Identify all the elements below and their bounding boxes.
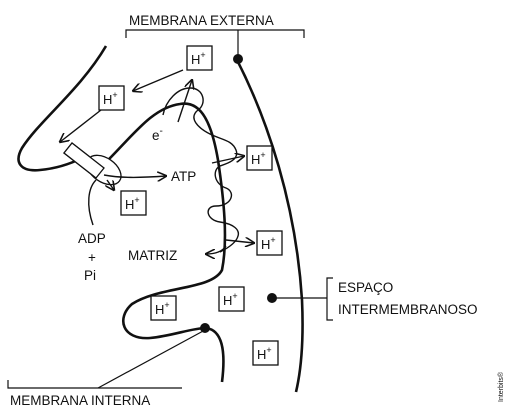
- arrow-pump-up: [177, 80, 192, 123]
- svg-text:H+: H+: [261, 235, 276, 252]
- pi-label: Pi: [84, 268, 96, 283]
- proton-box-1: H+: [186, 45, 213, 71]
- proton-box-4: H+: [120, 190, 147, 216]
- label-leaders: [7, 29, 333, 389]
- inner-membrane: [97, 102, 227, 383]
- adp-label: ADP: [78, 231, 106, 246]
- arrow-adp-to-synthase: [88, 179, 97, 226]
- arrow-h-to-outer-left: [133, 69, 184, 91]
- electron-transport-path: [162, 87, 240, 253]
- intermembrane-label-1: ESPAÇO: [338, 280, 393, 295]
- inner-membrane-upper: [17, 45, 108, 172]
- atp-label: ATP: [171, 169, 196, 184]
- arrow-synthase-down: [107, 179, 114, 190]
- proton-box-7: H+: [150, 295, 177, 321]
- intermembrane-label-2: INTERMEMBRANOSO: [338, 302, 478, 317]
- inner-membrane-label: MEMBRANA INTERNA: [10, 393, 150, 408]
- proton-box-8: H+: [252, 340, 279, 366]
- inner-membrane-dot: [200, 323, 210, 333]
- electron-label: e-: [152, 126, 163, 143]
- matrix-label: MATRIZ: [128, 248, 177, 263]
- proton-box-3: H+: [246, 145, 273, 171]
- outer-membrane-bracket: [125, 29, 305, 38]
- credit-label: Interbits®: [497, 371, 505, 402]
- atp-synthase: [63, 142, 122, 186]
- arrow-to-matrix: [206, 245, 227, 254]
- svg-text:H+: H+: [103, 90, 118, 107]
- svg-text:H+: H+: [125, 195, 140, 212]
- arrow-h-to-synthase: [60, 109, 102, 142]
- svg-text:H+: H+: [251, 150, 266, 167]
- arrow-pump-mid: [211, 156, 244, 164]
- arrow-pump-low: [225, 240, 254, 243]
- arrows: [60, 69, 254, 254]
- svg-text:H+: H+: [191, 50, 206, 67]
- svg-text:H+: H+: [257, 345, 272, 362]
- proton-box-2: H+: [98, 85, 125, 111]
- svg-text:H+: H+: [155, 300, 170, 317]
- proton-box-6: H+: [218, 286, 245, 312]
- inner-membrane-bracket: [7, 380, 182, 389]
- svg-text:H+: H+: [223, 291, 238, 308]
- outer-membrane: [234, 57, 304, 393]
- outer-membrane-label: MEMBRANA EXTERNA: [129, 13, 274, 28]
- inner-membrane-leader: [97, 329, 206, 389]
- plus-label: +: [88, 250, 96, 265]
- proton-box-5: H+: [256, 230, 283, 256]
- intermembrane-bracket: [326, 277, 333, 321]
- intermembrane-dot: [267, 293, 277, 303]
- outer-membrane-dot: [233, 54, 243, 64]
- arrow-to-atp: [103, 175, 166, 177]
